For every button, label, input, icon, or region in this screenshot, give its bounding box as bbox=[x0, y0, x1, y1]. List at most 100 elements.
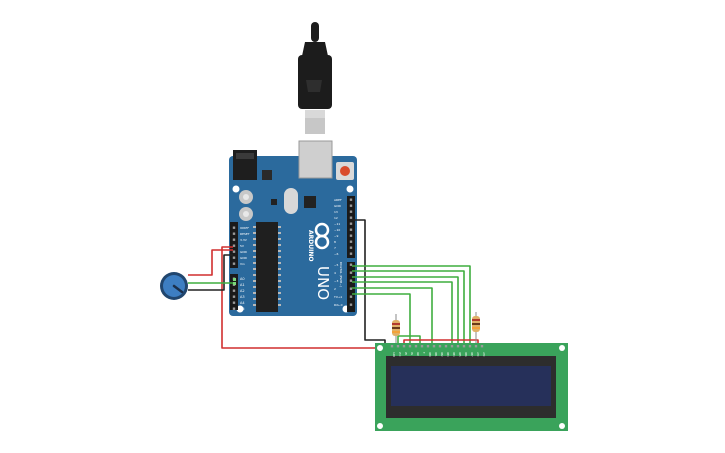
lcd-pin[interactable] bbox=[480, 345, 484, 348]
wire-d11[interactable] bbox=[352, 270, 465, 345]
usb-cable[interactable] bbox=[298, 22, 332, 134]
lcd-pin[interactable] bbox=[444, 345, 448, 348]
digital-pin-label: ~5 bbox=[334, 263, 339, 267]
lcd-pin[interactable] bbox=[396, 345, 400, 348]
power-pin-label: 5V bbox=[240, 244, 245, 248]
lcd-pin[interactable] bbox=[426, 345, 430, 348]
digital-pin-label: 2 bbox=[334, 287, 336, 291]
digital-pin[interactable] bbox=[349, 204, 353, 207]
digital-pin[interactable] bbox=[349, 228, 353, 231]
digital-pin-label: TX→1 bbox=[333, 295, 342, 299]
digital-pin[interactable] bbox=[349, 222, 353, 225]
lcd-pin-label: VCC bbox=[398, 352, 401, 357]
lcd-pin-label: RW bbox=[416, 352, 419, 356]
lcd-pin-label: DB3 bbox=[446, 352, 449, 357]
digital-pin[interactable] bbox=[349, 240, 353, 243]
analog-pin-label: A3 bbox=[240, 295, 245, 299]
digital-pin[interactable] bbox=[349, 271, 353, 274]
lcd-pin-label: DB6 bbox=[464, 352, 467, 357]
digital-pin[interactable] bbox=[349, 246, 353, 249]
usb-b-jack bbox=[298, 140, 333, 179]
power-caption: POWER bbox=[239, 317, 249, 321]
digital-pin-label: 7 bbox=[334, 246, 336, 250]
lcd-pin[interactable] bbox=[456, 345, 460, 348]
wire-led-anode[interactable] bbox=[403, 339, 479, 345]
lcd-pin-label: V0 bbox=[404, 352, 407, 355]
lcd-pin[interactable] bbox=[390, 345, 394, 348]
wire-d2[interactable] bbox=[352, 293, 411, 345]
digital-header-high bbox=[347, 196, 355, 258]
analog-pin[interactable] bbox=[232, 301, 236, 304]
power-pin-label: Vin bbox=[240, 262, 245, 266]
analog-pin[interactable] bbox=[232, 289, 236, 292]
atmega328-chip bbox=[253, 222, 281, 312]
arduino-logo-icon bbox=[314, 222, 330, 250]
wire-gnd-pot[interactable] bbox=[188, 254, 233, 291]
digital-pin[interactable] bbox=[349, 198, 353, 201]
digital-pin[interactable] bbox=[349, 303, 353, 306]
wire-d3[interactable] bbox=[352, 287, 433, 345]
power-pin-label: GND bbox=[240, 250, 248, 254]
lcd-pin[interactable] bbox=[408, 345, 412, 348]
lcd-pin-label: LED bbox=[476, 352, 479, 357]
lcd-pin-label: DB5 bbox=[458, 352, 461, 357]
digital-pin-label: 12 bbox=[334, 216, 338, 220]
wire-d4[interactable] bbox=[352, 281, 453, 345]
digital-pin[interactable] bbox=[349, 295, 353, 298]
digital-pin-label: ~6 bbox=[334, 252, 339, 256]
digital-pin-label: GND bbox=[334, 204, 342, 208]
power-pin[interactable] bbox=[232, 250, 236, 253]
digital-pin[interactable] bbox=[349, 287, 353, 290]
lcd-pin[interactable] bbox=[468, 345, 472, 348]
analog-pin[interactable] bbox=[232, 307, 236, 310]
wire-gnd-lcd[interactable] bbox=[350, 219, 386, 345]
digital-pin[interactable] bbox=[349, 216, 353, 219]
arduino-uno-board[interactable]: ARDUINO UNO POWER ANALOG IN DIGITAL (PWM… bbox=[229, 140, 357, 321]
lcd-pin[interactable] bbox=[438, 345, 442, 348]
lcd-pin-label: DB1 bbox=[434, 352, 437, 357]
power-pin-label: GND bbox=[240, 256, 248, 260]
analog-pin-label: A5 bbox=[240, 307, 245, 311]
wire-d5[interactable] bbox=[352, 276, 459, 345]
digital-pin[interactable] bbox=[349, 263, 353, 266]
resistor-backlight[interactable] bbox=[472, 312, 480, 345]
analog-caption: ANALOG IN bbox=[254, 317, 268, 321]
lcd-pin[interactable] bbox=[474, 345, 478, 348]
digital-pin[interactable] bbox=[349, 252, 353, 255]
power-pin[interactable] bbox=[232, 226, 236, 229]
lcd-pin[interactable] bbox=[432, 345, 436, 348]
power-pin[interactable] bbox=[232, 256, 236, 259]
power-pin[interactable] bbox=[232, 232, 236, 235]
crystal-oscillator bbox=[284, 188, 298, 214]
analog-pin-label: A4 bbox=[240, 301, 245, 305]
digital-pin-label: RX←0 bbox=[334, 303, 343, 307]
lcd-pin[interactable] bbox=[420, 345, 424, 348]
power-pin[interactable] bbox=[232, 244, 236, 247]
analog-pin[interactable] bbox=[232, 295, 236, 298]
lcd-pin-label: LED bbox=[482, 352, 485, 357]
power-pin[interactable] bbox=[232, 262, 236, 265]
potentiometer[interactable] bbox=[160, 272, 188, 300]
connection-dots bbox=[233, 278, 236, 285]
digital-pin[interactable] bbox=[349, 210, 353, 213]
power-pin[interactable] bbox=[232, 238, 236, 241]
power-pin-label: RESET bbox=[240, 232, 250, 236]
lcd-pin[interactable] bbox=[450, 345, 454, 348]
digital-pin[interactable] bbox=[349, 279, 353, 282]
power-pin-label: 3.3V bbox=[240, 238, 248, 242]
digital-pin-label: ~10 bbox=[334, 228, 340, 232]
resistor-contrast[interactable] bbox=[392, 314, 400, 345]
lcd-pin-label: DB2 bbox=[440, 352, 443, 357]
digital-header-low bbox=[347, 262, 355, 312]
lcd-pin[interactable] bbox=[402, 345, 406, 348]
digital-pin[interactable] bbox=[349, 234, 353, 237]
wire-d12[interactable] bbox=[352, 265, 471, 345]
lcd-pin[interactable] bbox=[462, 345, 466, 348]
wire-5v-pot[interactable] bbox=[188, 249, 233, 276]
lcd-pin[interactable] bbox=[414, 345, 418, 348]
